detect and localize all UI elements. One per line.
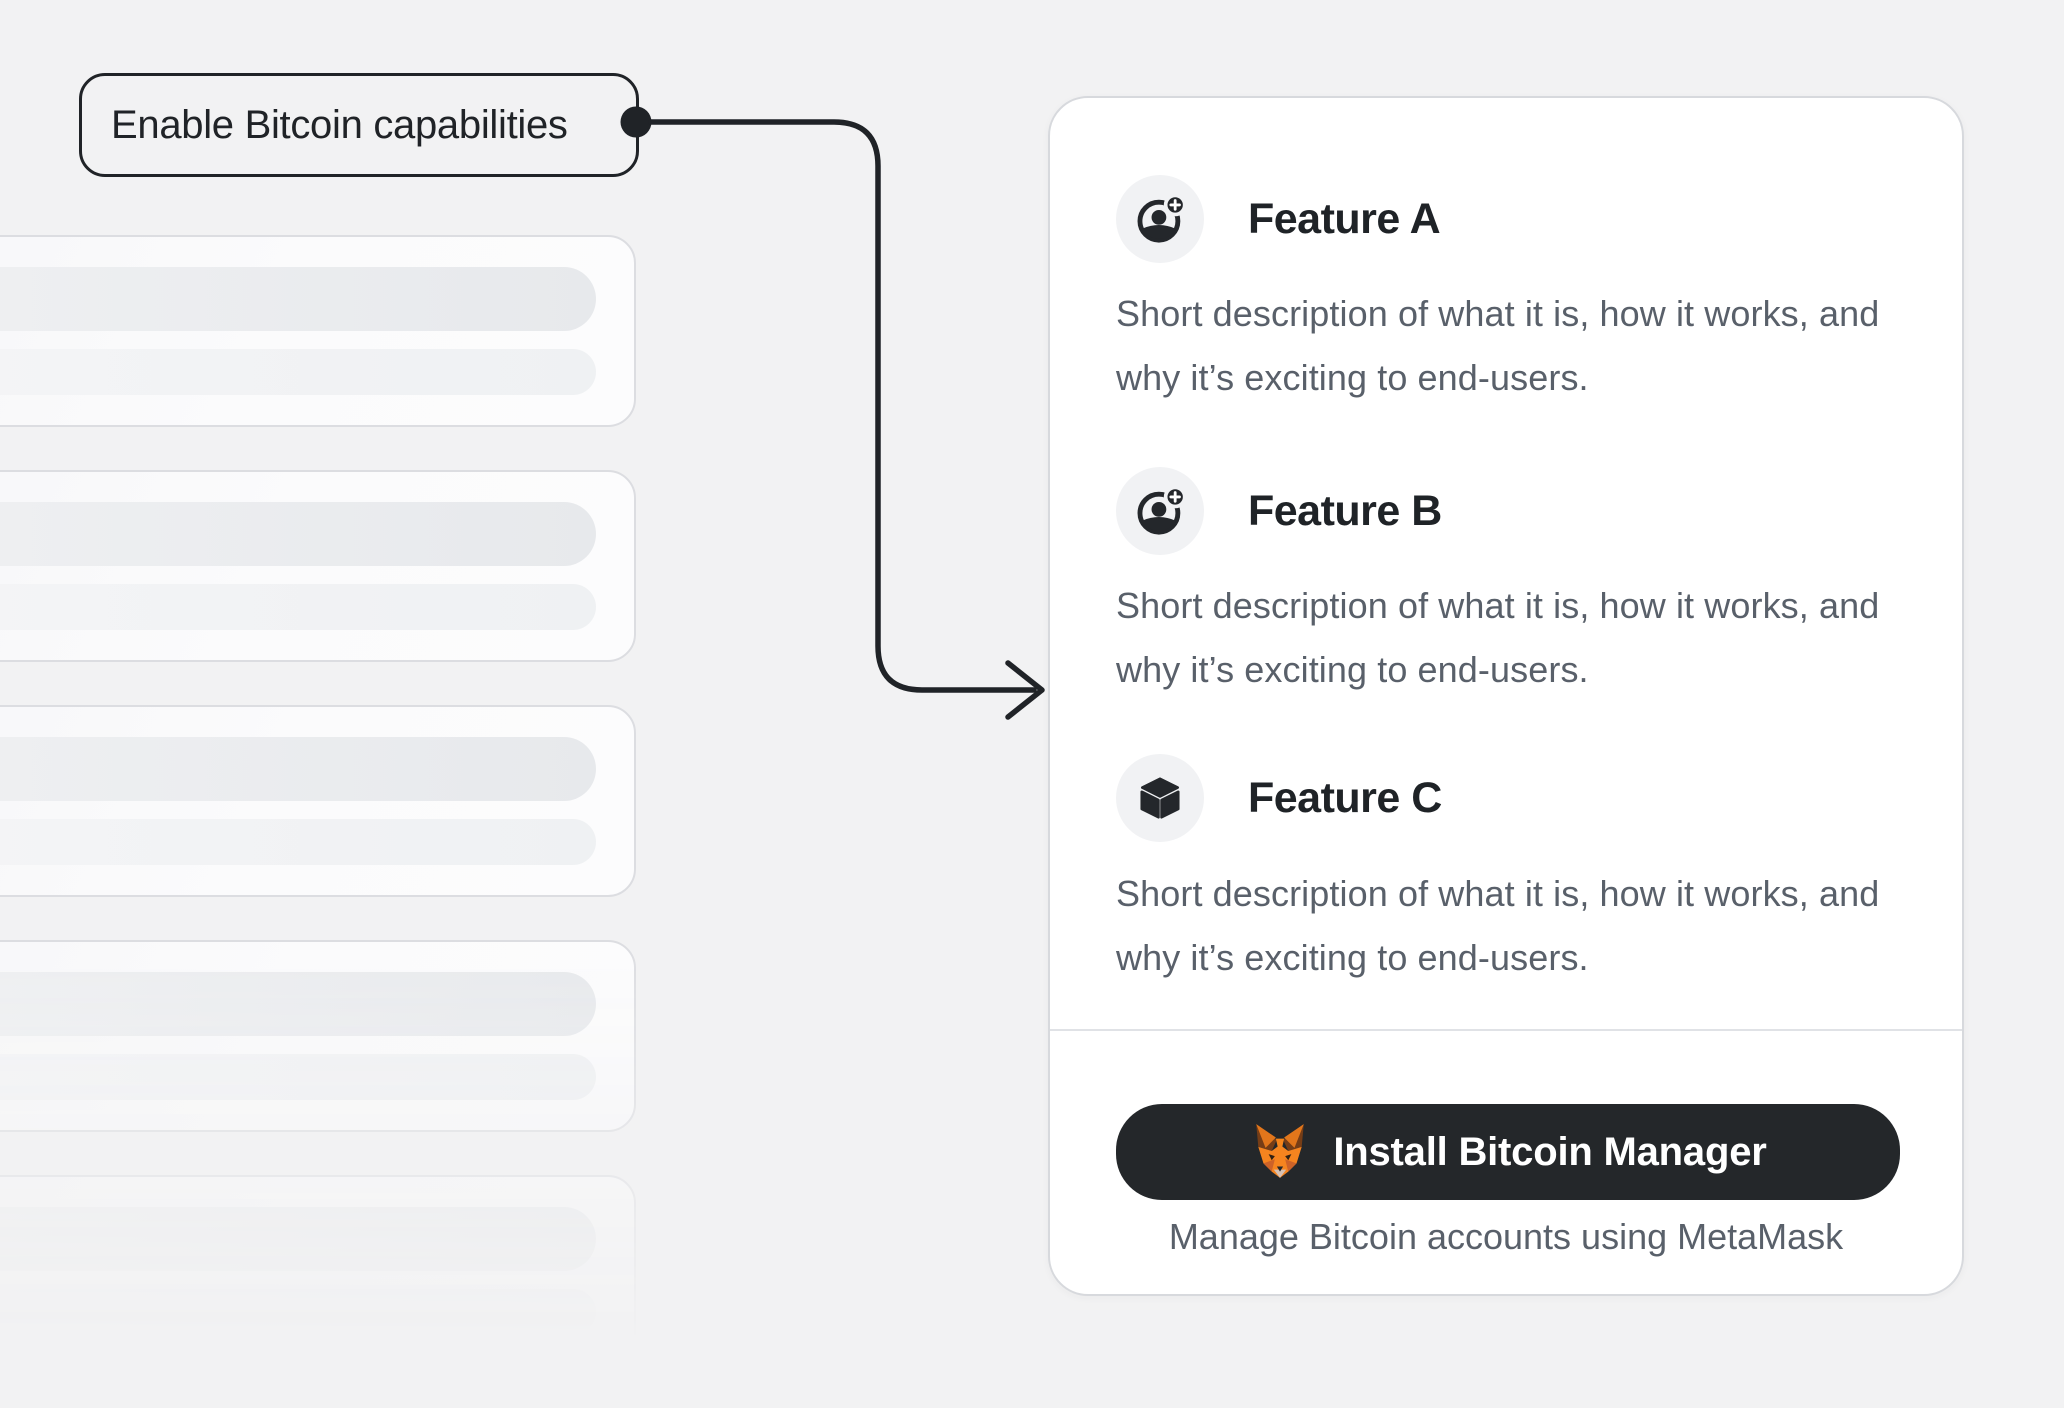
- panel-divider: [1050, 1029, 1962, 1031]
- metamask-fox-icon: [1249, 1123, 1311, 1181]
- install-caption: Manage Bitcoin accounts using MetaMask: [1168, 1216, 1844, 1257]
- skeleton-card: [0, 470, 636, 662]
- skeleton-bar: [0, 819, 596, 865]
- arrowhead: [1005, 660, 1045, 720]
- feature-row-a: Feature A: [1116, 175, 1441, 263]
- skeleton-card: [0, 705, 636, 897]
- skeleton-bar: [0, 502, 596, 566]
- annotation-label: Enable Bitcoin capabilities: [79, 73, 639, 177]
- account-add-icon: [1116, 175, 1204, 263]
- skeleton-bar: [0, 1207, 596, 1271]
- skeleton-card: [0, 235, 636, 427]
- feature-row-c: Feature C: [1116, 754, 1442, 842]
- skeleton-bar: [0, 1289, 596, 1335]
- skeleton-bar: [0, 584, 596, 630]
- skeleton-bar: [0, 349, 596, 395]
- skeleton-bar: [0, 737, 596, 801]
- feature-description: Short description of what it is, how it …: [1116, 293, 1880, 398]
- cube-icon: [1116, 754, 1204, 842]
- skeleton-bar: [0, 267, 596, 331]
- skeleton-card: [0, 1175, 636, 1367]
- install-button-label: Install Bitcoin Manager: [1333, 1129, 1767, 1174]
- feature-panel: Feature A Short description of what it i…: [1048, 96, 1964, 1296]
- account-add-icon: [1116, 467, 1204, 555]
- feature-title: Feature A: [1248, 194, 1441, 243]
- skeleton-card-list: [0, 235, 636, 1375]
- feature-description: Short description of what it is, how it …: [1116, 873, 1880, 978]
- skeleton-bar: [0, 1054, 596, 1100]
- skeleton-card: [0, 940, 636, 1132]
- feature-title: Feature C: [1248, 773, 1442, 822]
- skeleton-bar: [0, 972, 596, 1036]
- feature-row-b: Feature B: [1116, 467, 1442, 555]
- feature-description: Short description of what it is, how it …: [1116, 585, 1880, 690]
- feature-title: Feature B: [1248, 486, 1442, 535]
- annotation-label-text: Enable Bitcoin capabilities: [111, 102, 568, 147]
- install-bitcoin-manager-button[interactable]: Install Bitcoin Manager: [1116, 1104, 1900, 1200]
